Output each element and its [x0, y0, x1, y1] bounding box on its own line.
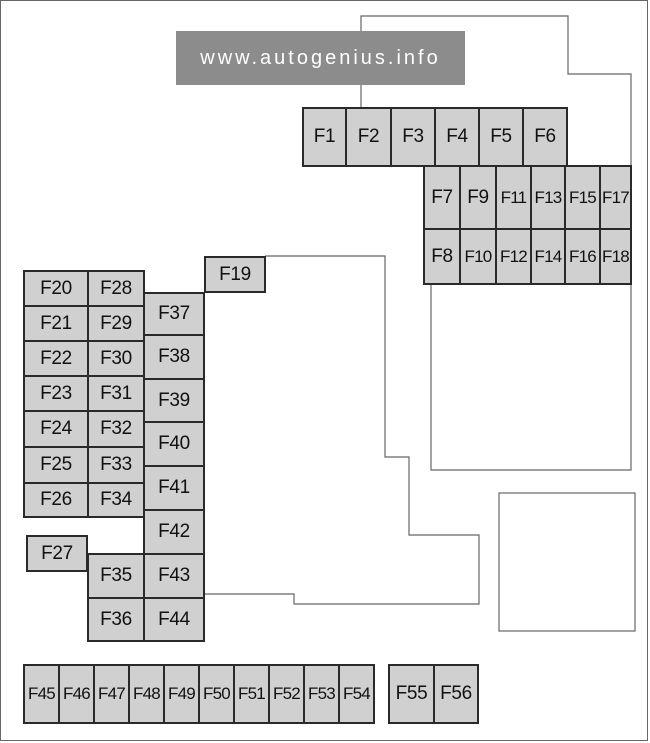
- fuse-f7[interactable]: F7: [423, 165, 461, 230]
- watermark: www.autogenius.info: [176, 31, 465, 85]
- fuse-f9[interactable]: F9: [459, 165, 497, 230]
- fuse-f39[interactable]: F39: [143, 378, 205, 423]
- fuse-f29[interactable]: F29: [87, 305, 145, 342]
- fuse-f53[interactable]: F53: [303, 664, 340, 724]
- fuse-f5[interactable]: F5: [478, 107, 524, 167]
- fuse-f22[interactable]: F22: [23, 340, 89, 377]
- fuse-f2[interactable]: F2: [345, 107, 392, 167]
- fuse-f33[interactable]: F33: [87, 446, 145, 484]
- fuse-f23[interactable]: F23: [23, 375, 89, 412]
- fuse-f47[interactable]: F47: [93, 664, 130, 724]
- fuse-f16[interactable]: F16: [564, 228, 601, 285]
- fuse-f4[interactable]: F4: [434, 107, 480, 167]
- fuse-f1[interactable]: F1: [302, 107, 347, 167]
- fuse-f41[interactable]: F41: [143, 465, 205, 511]
- fuse-f48[interactable]: F48: [128, 664, 165, 724]
- fuse-f28[interactable]: F28: [87, 270, 145, 307]
- fuse-f50[interactable]: F50: [198, 664, 235, 724]
- fuse-f3[interactable]: F3: [390, 107, 436, 167]
- fuse-f42[interactable]: F42: [143, 509, 205, 555]
- fuse-f11[interactable]: F11: [495, 165, 532, 230]
- fuse-f52[interactable]: F52: [268, 664, 305, 724]
- fuse-f26[interactable]: F26: [23, 482, 89, 518]
- fuse-f51[interactable]: F51: [233, 664, 270, 724]
- fuse-f55[interactable]: F55: [388, 664, 435, 724]
- fuse-f24[interactable]: F24: [23, 410, 89, 448]
- fuse-f15[interactable]: F15: [564, 165, 601, 230]
- fuse-f43[interactable]: F43: [143, 553, 205, 599]
- fuse-f19[interactable]: F19: [204, 256, 266, 293]
- fuse-f38[interactable]: F38: [143, 334, 205, 380]
- relay-outline-center: [204, 255, 480, 605]
- fuse-f49[interactable]: F49: [163, 664, 200, 724]
- fuse-f56[interactable]: F56: [433, 664, 479, 724]
- fuse-f36[interactable]: F36: [87, 597, 145, 642]
- fuse-f45[interactable]: F45: [23, 664, 60, 724]
- fuse-f35[interactable]: F35: [87, 553, 145, 599]
- fuse-f27[interactable]: F27: [26, 535, 88, 572]
- fuse-f31[interactable]: F31: [87, 375, 145, 412]
- fuse-f46[interactable]: F46: [58, 664, 95, 724]
- fuse-f34[interactable]: F34: [87, 482, 145, 518]
- fuse-f37[interactable]: F37: [143, 292, 205, 336]
- fuse-f10[interactable]: F10: [459, 228, 497, 285]
- fuse-f13[interactable]: F13: [530, 165, 566, 230]
- fuse-f32[interactable]: F32: [87, 410, 145, 448]
- fuse-f40[interactable]: F40: [143, 421, 205, 467]
- fuse-f17[interactable]: F17: [599, 165, 632, 230]
- fuse-f8[interactable]: F8: [423, 228, 461, 285]
- fuse-f20[interactable]: F20: [23, 270, 89, 307]
- fuse-f18[interactable]: F18: [599, 228, 632, 285]
- fuse-f54[interactable]: F54: [338, 664, 375, 724]
- fuse-f6[interactable]: F6: [522, 107, 568, 167]
- fuse-f12[interactable]: F12: [495, 228, 532, 285]
- relay-outline-box: [498, 492, 636, 632]
- fuse-f30[interactable]: F30: [87, 340, 145, 377]
- fuse-f21[interactable]: F21: [23, 305, 89, 342]
- relay-outline-right: [430, 284, 632, 471]
- fuse-f44[interactable]: F44: [143, 597, 205, 642]
- fuse-f14[interactable]: F14: [530, 228, 566, 285]
- fuse-f25[interactable]: F25: [23, 446, 89, 484]
